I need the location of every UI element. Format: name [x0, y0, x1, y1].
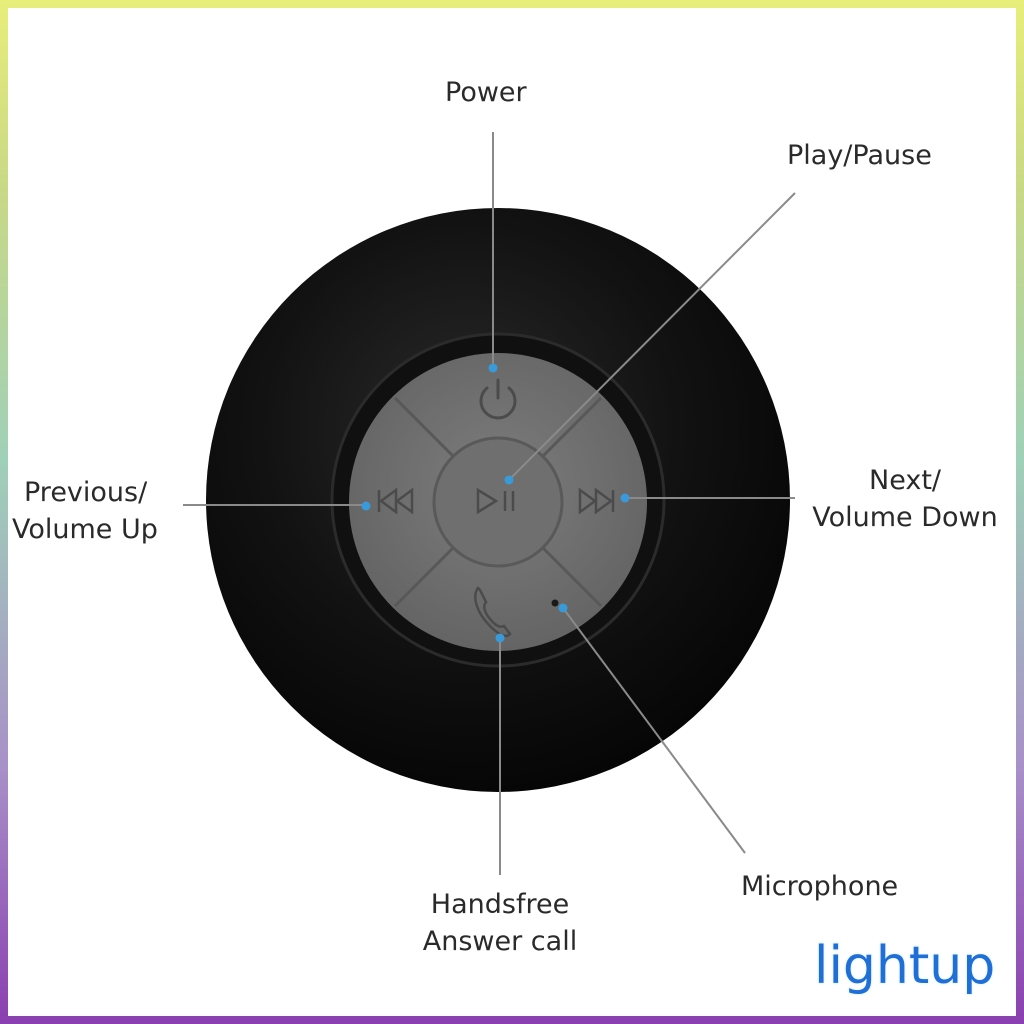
microphone-dot — [558, 603, 568, 613]
previous-dot — [361, 501, 371, 511]
label-previous: Previous/ Volume Up — [12, 474, 158, 548]
next-label-line2: Volume Down — [812, 502, 998, 533]
segment-dividers — [393, 396, 603, 608]
previous-icon[interactable] — [377, 487, 414, 515]
next-icon[interactable] — [578, 487, 615, 515]
pointer-dots — [361, 363, 630, 643]
brand-watermark: lightup — [814, 936, 996, 996]
play-pause-dot — [504, 475, 514, 485]
handsfree-label-line2: Answer call — [422, 926, 578, 957]
power-dot — [488, 363, 498, 373]
handsfree-label-line1: Handsfree — [430, 889, 570, 920]
power-label: Power — [445, 77, 527, 108]
previous-label-line1: Previous/ — [24, 477, 148, 508]
play-pause-label: Play/Pause — [787, 140, 932, 171]
microphone-label: Microphone — [741, 871, 899, 902]
play-pause-button[interactable] — [432, 436, 564, 568]
phone-icon[interactable] — [474, 586, 512, 638]
leader-lines — [183, 132, 796, 875]
microphone-hole-icon — [551, 599, 559, 607]
label-handsfree: Handsfree Answer call — [405, 886, 595, 960]
power-icon[interactable] — [479, 378, 517, 420]
handsfree-dot — [495, 633, 505, 643]
next-label-line1: Next/ — [869, 465, 941, 496]
label-microphone: Microphone — [741, 868, 898, 905]
label-next: Next/ Volume Down — [800, 462, 1010, 536]
previous-label-line2: Volume Up — [12, 514, 158, 545]
label-power: Power — [445, 74, 527, 111]
play-pause-icon — [476, 487, 515, 515]
next-dot — [620, 493, 630, 503]
label-play-pause: Play/Pause — [787, 137, 932, 174]
